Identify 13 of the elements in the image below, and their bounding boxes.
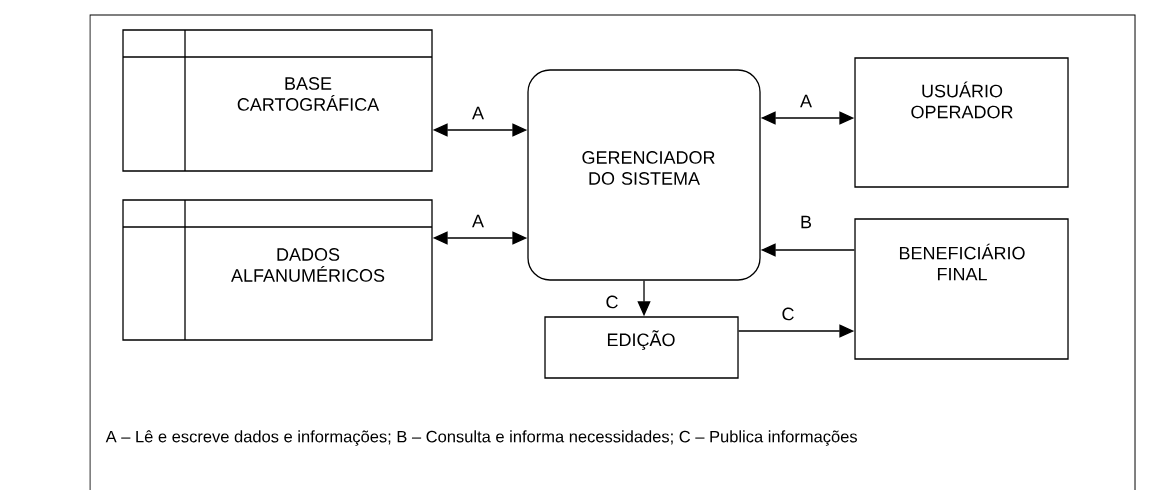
legend-note: A – Lê e escreve dados e informações; B – Consulta e informa necessidades; C – Publica informações [105,430,857,446]
entity-box: BENEFICIÁRIO FINAL [854,218,1069,360]
edge-label: C [780,306,796,322]
edge-label: B [799,214,813,230]
table-box: DADOS ALFANUMÉRICOS [122,199,433,341]
edge-label: A [471,213,485,229]
table-box: BASE CARTOGRÁFICA [122,29,433,172]
process-box: GERENCIADOR DO SISTEMA [527,69,761,281]
edge-label: A [471,105,485,121]
edge-label: C [604,294,620,310]
entity-box: EDIÇÃO [544,316,739,379]
entity-box: USUÁRIO OPERADOR [854,57,1069,188]
edge-label: A [799,93,813,109]
